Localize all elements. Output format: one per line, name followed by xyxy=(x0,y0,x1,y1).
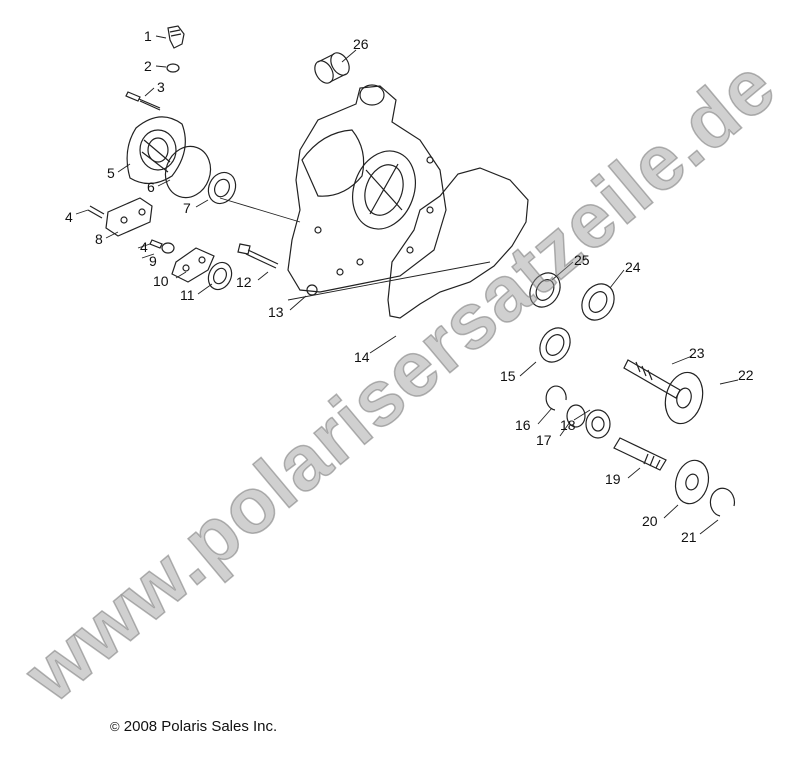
callout-1: 1 xyxy=(144,28,152,44)
gear-22 xyxy=(664,371,704,425)
bushing xyxy=(314,52,350,84)
bearing-15 xyxy=(539,327,571,363)
bolt-washer xyxy=(149,239,175,254)
callout-19: 19 xyxy=(605,471,621,487)
copyright-line: © 2008 Polaris Sales Inc. xyxy=(110,718,277,735)
snap-ring-21 xyxy=(709,487,736,517)
snap-ring-16 xyxy=(545,385,567,411)
leader-lines xyxy=(75,35,739,535)
input-shaft xyxy=(623,359,681,399)
callout-6: 6 xyxy=(147,179,155,195)
callout-20: 20 xyxy=(642,513,658,529)
washer-17 xyxy=(566,404,586,428)
copyright-text: 2008 Polaris Sales Inc. xyxy=(123,718,278,735)
callout-3: 3 xyxy=(157,79,165,95)
callout-10: 10 xyxy=(153,273,169,289)
bolt-top xyxy=(125,91,161,111)
callout-25: 25 xyxy=(574,252,590,268)
callout-11: 11 xyxy=(180,287,195,303)
seal-small xyxy=(207,261,233,291)
output-shaft xyxy=(613,437,667,471)
callout-21: 21 xyxy=(681,529,697,545)
callout-13: 13 xyxy=(268,304,284,320)
bearing-24 xyxy=(581,283,615,321)
transmission-case xyxy=(287,84,447,296)
callout-17: 17 xyxy=(536,432,552,448)
callout-23: 23 xyxy=(689,345,705,361)
o-ring-large xyxy=(164,145,212,199)
callout-4b: 4 xyxy=(140,239,148,255)
callout-22: 22 xyxy=(738,367,754,383)
callout-24: 24 xyxy=(625,259,641,275)
retainer-plate xyxy=(171,247,215,283)
callout-9: 9 xyxy=(149,253,157,269)
case-gasket xyxy=(387,167,529,319)
callout-18: 18 xyxy=(560,417,576,433)
callout-4: 4 xyxy=(65,209,73,225)
callout-5: 5 xyxy=(107,165,115,181)
vent-fitting xyxy=(167,25,185,49)
gear-18 xyxy=(585,409,611,439)
callout-8: 8 xyxy=(95,231,103,247)
bracket xyxy=(87,197,153,237)
gear-20 xyxy=(674,459,710,505)
copyright-symbol: © xyxy=(110,719,120,734)
callout-12: 12 xyxy=(236,274,252,290)
bearing-25 xyxy=(529,272,561,308)
callout-26: 26 xyxy=(353,36,369,52)
o-ring-small xyxy=(166,63,180,73)
callout-15: 15 xyxy=(500,368,516,384)
callout-16: 16 xyxy=(515,417,531,433)
callout-7: 7 xyxy=(183,200,191,216)
oil-seal xyxy=(207,171,237,205)
output-cover xyxy=(126,116,186,185)
callout-2: 2 xyxy=(144,58,152,74)
callout-14: 14 xyxy=(354,349,370,365)
bolt-long xyxy=(237,243,279,269)
